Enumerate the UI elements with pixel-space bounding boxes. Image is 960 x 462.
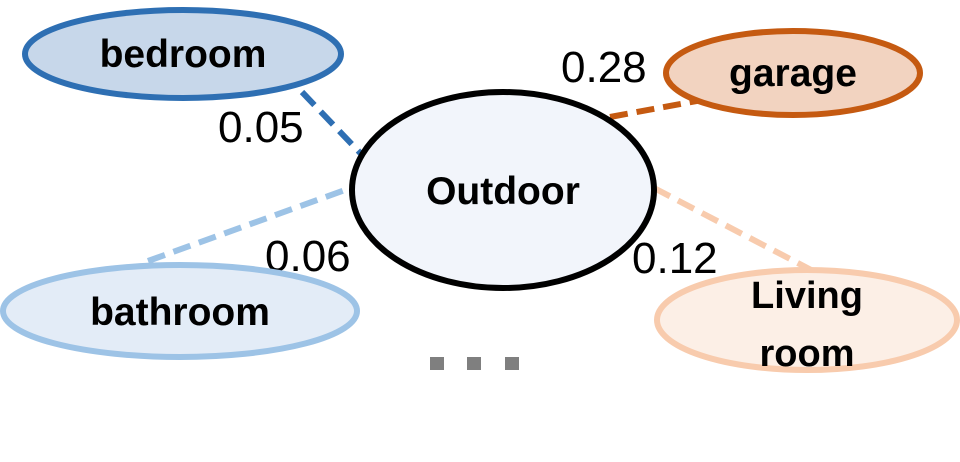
node-outdoor: Outdoor: [349, 89, 657, 291]
node-garage-label: garage: [729, 52, 857, 95]
edge-weight-bedroom: 0.05: [218, 103, 304, 152]
node-living-room-ellipse: [654, 267, 960, 373]
node-outdoor-label: Outdoor: [426, 170, 580, 213]
edge-bathroom-outdoor: [146, 183, 358, 264]
node-bathroom: bathroom: [0, 262, 360, 360]
more-nodes-ellipsis: [430, 357, 519, 370]
node-bedroom: bedroom: [22, 7, 344, 101]
edge-bedroom-outdoor: [299, 89, 368, 161]
node-living-room: Living room: [654, 267, 960, 375]
node-garage-ellipse: [663, 28, 923, 118]
edge-living-room-outdoor: [652, 185, 817, 275]
ellipsis-dot: [467, 357, 481, 370]
ellipsis-dot: [505, 357, 519, 370]
node-bedroom-label: bedroom: [100, 33, 267, 76]
node-garage: garage: [663, 28, 923, 118]
node-bedroom-ellipse: [22, 7, 344, 101]
node-living-room-label-line2: room: [760, 333, 855, 375]
node-bathroom-label: bathroom: [90, 291, 270, 334]
edge-garage-outdoor: [609, 97, 703, 120]
edge-weight-garage: 0.28: [561, 43, 647, 92]
ellipsis-dot: [430, 357, 444, 370]
edge-weight-living-room: 0.12: [632, 234, 718, 283]
node-outdoor-ellipse: [349, 89, 657, 291]
node-living-room-label-line1: Living: [751, 275, 863, 317]
node-bathroom-ellipse: [0, 262, 360, 360]
